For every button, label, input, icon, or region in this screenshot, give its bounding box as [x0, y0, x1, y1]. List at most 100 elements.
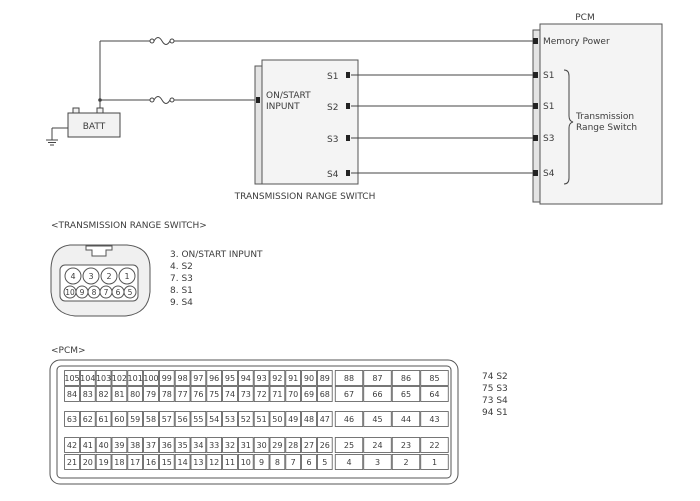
pcm-pin-s3: S3	[543, 134, 554, 144]
pcm-pin-cell: 56	[174, 411, 191, 427]
pcm-pin-cell: 44	[391, 411, 421, 427]
pcm-pin-cell: 51	[253, 411, 270, 427]
switch-output-s4: S4	[327, 170, 339, 180]
trs-pin: 5	[123, 285, 137, 299]
pcm-pin-label: 73	[241, 390, 251, 399]
pcm-pin-label: 86	[401, 374, 411, 383]
pcm-pin-cell: 101	[127, 370, 144, 386]
pcm-pin-label: 83	[83, 390, 93, 399]
pcm-pin-label: 105	[64, 374, 79, 383]
pcm-pin-label: 66	[372, 390, 382, 399]
pcm-pin-s1-b: S1	[543, 102, 554, 112]
pcm-pin-label: 4	[346, 458, 351, 467]
trs-connector-latch	[85, 245, 113, 257]
trs-pin-label: 1	[124, 272, 129, 281]
pcm-pin-label: 95	[225, 374, 235, 383]
pcm-pin-cell: 93	[253, 370, 270, 386]
pcm-pin-label: 13	[193, 458, 203, 467]
pcm-pin-cell: 13	[190, 454, 207, 470]
pcm-pin-cell: 99	[158, 370, 175, 386]
pcm-pin-label: 14	[178, 458, 188, 467]
pcm-pin-cell: 81	[111, 386, 128, 402]
pcm-pin-cell: 65	[391, 386, 421, 402]
transmission-range-switch-box: ON/START INPUNT S1 S2 S3 S4 TRANSMISSION…	[234, 59, 375, 202]
pcm-pin-cell: 82	[95, 386, 112, 402]
pcm-pin-label: 65	[401, 390, 411, 399]
pcm-pin-s4: S4	[543, 169, 555, 179]
pcm-pin-label: 6	[306, 458, 311, 467]
fuse-icon	[149, 37, 175, 45]
pcm-pin-label: 97	[193, 374, 203, 383]
pcm-pin-label: 46	[344, 415, 354, 424]
pcm-pin-label: 91	[288, 374, 298, 383]
pcm-pin-label: 32	[225, 441, 235, 450]
pcm-pin-label: 82	[99, 390, 109, 399]
trs-pin-label: 6	[116, 288, 121, 297]
pcm-pin-label: 54	[209, 415, 219, 424]
battery-terminal-neg	[72, 107, 80, 114]
pcm-pin-cell: 104	[80, 370, 96, 386]
switch-output-s1: S1	[327, 72, 338, 82]
pcm-pin-label: 102	[112, 374, 127, 383]
pcm-pin-cell: 33	[206, 437, 223, 453]
pcm-pin-cell: 91	[285, 370, 301, 386]
pcm-pin-label: 9	[259, 458, 264, 467]
pcm-pin-label: 78	[162, 390, 172, 399]
trs-pin-label: 10	[65, 288, 75, 297]
trs-legend-3: 7. S3	[170, 274, 193, 284]
pcm-pin-label: 10	[241, 458, 251, 467]
pcm-pin-label: 18	[114, 458, 124, 467]
trs-pin: 6	[111, 285, 125, 299]
pcm-pin-label: 89	[320, 374, 330, 383]
pcm-pin-cell: 58	[143, 411, 159, 427]
switch-output-s3: S3	[327, 135, 338, 145]
pcm-pin-cell: 49	[285, 411, 301, 427]
pcm-pin-label: 96	[209, 374, 219, 383]
pcm-pin-label: 69	[304, 390, 314, 399]
pcm-legend-3: 73 S4	[482, 396, 508, 406]
pcm-pin-cell: 60	[111, 411, 128, 427]
pcm-pin-label: 31	[241, 441, 251, 450]
pcm-pin-label: 90	[304, 374, 314, 383]
trs-pin: 1	[118, 267, 136, 285]
pcm-pin-cell: 12	[206, 454, 223, 470]
pcm-pin-cell: 23	[391, 437, 421, 453]
pcm-pin-label: 80	[130, 390, 140, 399]
signal-wires	[351, 74, 533, 174]
pcm-pin-cell: 71	[269, 386, 286, 402]
pcm-pin-label: 33	[209, 441, 219, 450]
pcm-pin-label: 28	[288, 441, 298, 450]
pcm-pin-label: 29	[272, 441, 282, 450]
pcm-pin-label: 21	[67, 458, 77, 467]
pcm-pin-cell: 27	[301, 437, 317, 453]
pcm-pin-cell: 38	[127, 437, 144, 453]
pcm-legend-2: 75 S3	[482, 384, 508, 394]
pcm-pin-cell: 95	[222, 370, 238, 386]
pcm-title: PCM	[575, 13, 594, 23]
trs-pin: 2	[100, 267, 118, 285]
pcm-pin-cell: 40	[95, 437, 112, 453]
trs-pin-label: 2	[106, 272, 111, 281]
supply-wires	[98, 37, 533, 108]
battery-terminal-pos	[96, 107, 104, 114]
pcm-pin-cell: 78	[158, 386, 175, 402]
pcm-pin-label: 56	[178, 415, 188, 424]
pcm-pin-cell: 21	[64, 454, 80, 470]
pcm-pin-label: 77	[178, 390, 188, 399]
pcm-pin-label: 39	[114, 441, 124, 450]
pcm-pin-cell: 18	[111, 454, 128, 470]
ground-icon	[46, 139, 58, 146]
pcm-pin-label: 51	[257, 415, 267, 424]
trs-connector-heading: <TRANSMISSION RANGE SWITCH>	[51, 221, 207, 231]
pcm-pin-label: 20	[83, 458, 93, 467]
pcm-pin-label: 42	[67, 441, 77, 450]
pcm-pin-cell: 75	[206, 386, 223, 402]
pcm-pin-label: 84	[67, 390, 77, 399]
pcm-pin-cell: 20	[80, 454, 96, 470]
pcm-pin-cell: 83	[80, 386, 96, 402]
pcm-pin-cell: 37	[143, 437, 159, 453]
pcm-pin-cell: 7	[285, 454, 301, 470]
pcm-pin-label: 11	[225, 458, 235, 467]
